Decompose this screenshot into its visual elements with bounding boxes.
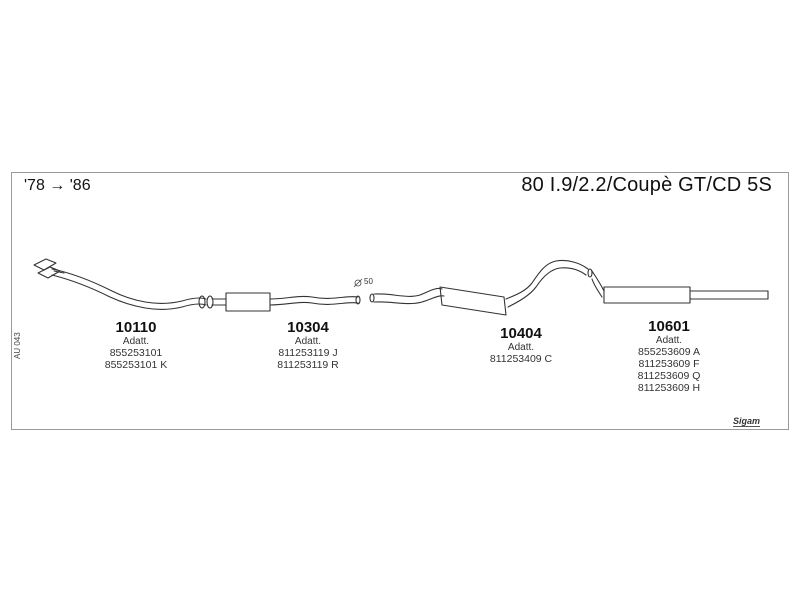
part-code: 855253101 K <box>104 359 168 371</box>
model-years: '78 → '86 <box>24 177 91 194</box>
part-10304: 10304 Adatt. 811253119 J 811253119 R <box>243 319 373 372</box>
part-number: 10304 <box>287 319 329 336</box>
part-10601: 10601 Adatt. 855253609 A 811253609 F 811… <box>604 318 734 395</box>
catalog-code: AU 043 <box>13 332 22 359</box>
part-adatt-label: Adatt. <box>294 336 322 347</box>
part-code: 811253609 F <box>638 358 700 370</box>
pipe-diameter-label: 50 <box>364 277 373 286</box>
part-codes: 855253609 A 811253609 F 811253609 Q 8112… <box>604 346 734 394</box>
part-10404: 10404 Adatt. 811253409 C <box>456 325 586 366</box>
part-code: 855253609 A <box>638 346 700 358</box>
part-codes: 811253119 J 811253119 R <box>243 347 373 371</box>
part-number: 10110 <box>115 319 157 336</box>
part-number: 10601 <box>648 318 690 335</box>
rear-silencer-10404 <box>369 259 593 316</box>
front-pipe-10110 <box>33 258 214 310</box>
part-number: 10404 <box>500 325 542 342</box>
part-code: 811253409 C <box>489 353 553 365</box>
part-code: 811253119 J <box>278 347 338 359</box>
part-code: 811253609 H <box>637 382 701 394</box>
part-10110: 10110 Adatt. 855253101 855253101 K <box>71 319 201 372</box>
exhaust-diagram <box>33 258 769 316</box>
part-code: 811253609 Q <box>637 370 701 382</box>
end-silencer-10601 <box>591 270 769 304</box>
diameter-symbol <box>353 278 363 288</box>
middle-silencer-10304 <box>211 292 361 312</box>
part-codes: 855253101 855253101 K <box>71 347 201 371</box>
part-code: 855253101 <box>109 347 163 359</box>
diagram-panel: '78 → '86 80 I.9/2.2/Coupè GT/CD 5S 50 1… <box>11 172 789 430</box>
part-codes: 811253409 C <box>456 353 586 365</box>
part-adatt-label: Adatt. <box>655 335 683 346</box>
brand-logo: Sigam <box>732 416 760 427</box>
model-title: 80 I.9/2.2/Coupè GT/CD 5S <box>521 174 772 196</box>
part-code: 811253119 R <box>277 359 339 371</box>
part-adatt-label: Adatt. <box>507 342 535 353</box>
part-adatt-label: Adatt. <box>122 336 150 347</box>
